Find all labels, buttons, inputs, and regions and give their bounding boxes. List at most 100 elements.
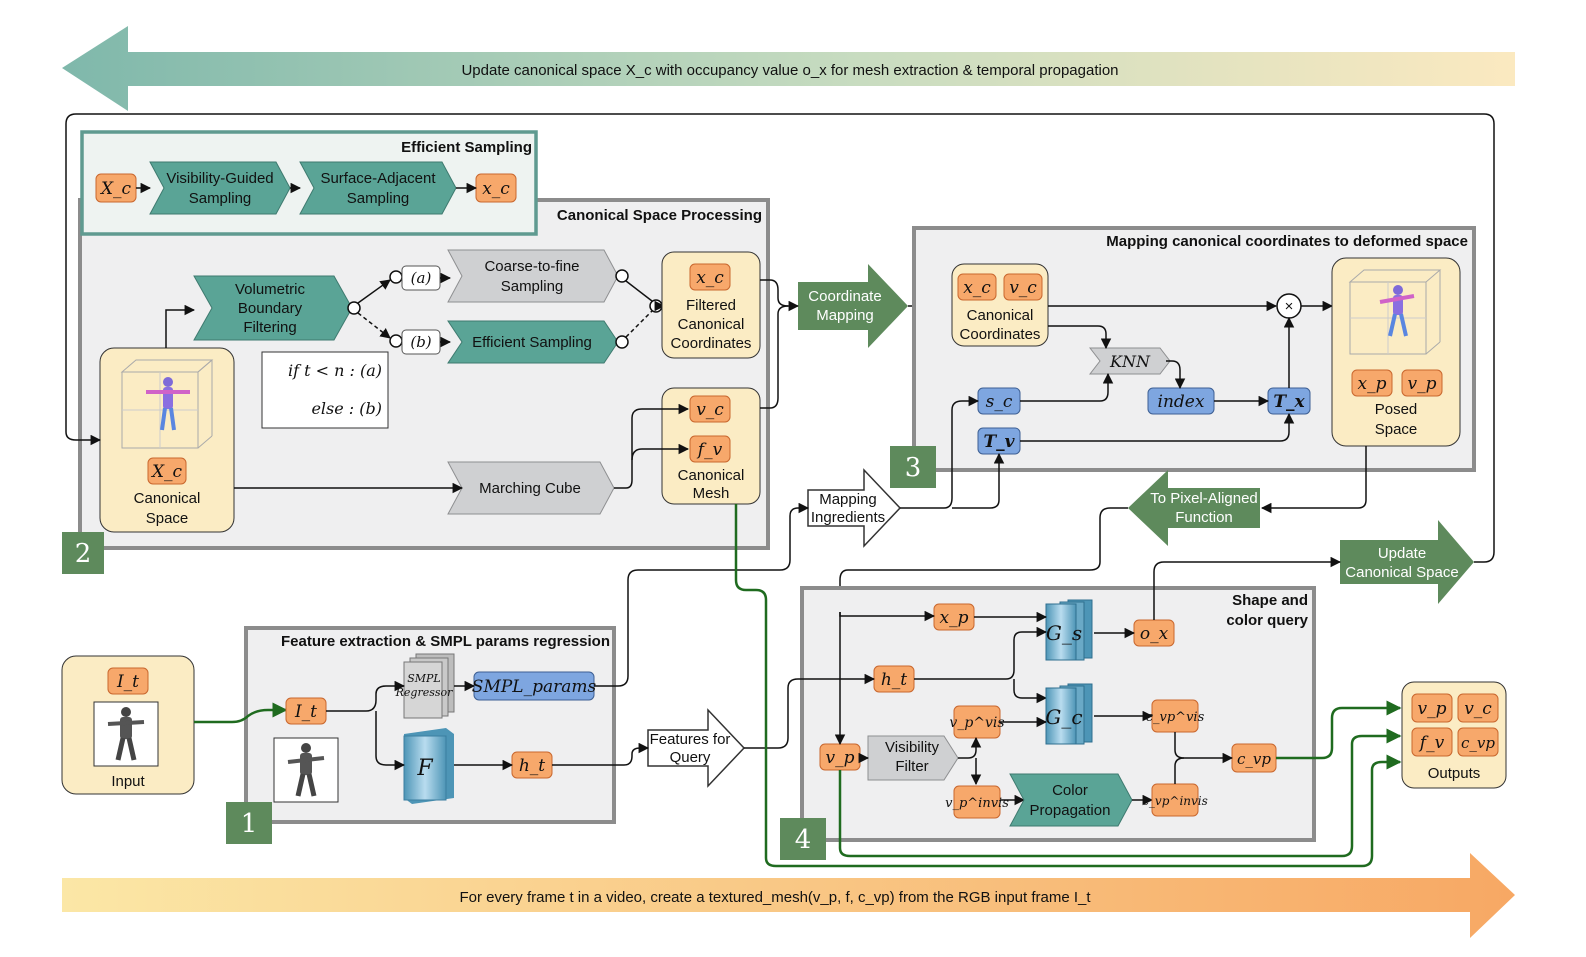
- panel-4-number-box: [780, 818, 826, 860]
- bottom-banner-text: For every frame t in a video, create a t…: [459, 889, 1091, 906]
- coordinate-mapping-label-1: Coordinate: [808, 288, 881, 305]
- tx-label: T_x: [1273, 392, 1305, 412]
- efficient-sampling-panel: [80, 130, 538, 236]
- panel-3-number-box: [890, 446, 936, 488]
- vbf-label-2: Boundary: [238, 300, 303, 317]
- canonical-processing-title: Canonical Space Processing: [557, 207, 762, 224]
- c-vp-var: c_vp: [1237, 750, 1271, 768]
- es-input-var: X_c: [99, 179, 132, 199]
- efficient-sampling-title: Efficient Sampling: [401, 139, 532, 156]
- coarse-to-fine-sampling: [447, 249, 619, 303]
- c-vis-var: c_vp^vis: [1146, 710, 1205, 725]
- output-item-4: c_vp: [1461, 734, 1495, 752]
- panel-2-number: 2: [75, 539, 92, 569]
- gc-network: G_c: [1045, 683, 1093, 745]
- eff-label: Efficient Sampling: [472, 334, 592, 351]
- posed-label-1: Posed: [1375, 401, 1418, 418]
- es-output-var: x_c: [482, 179, 510, 199]
- color-prop-label-1: Color: [1052, 782, 1088, 799]
- feature-person-icon: [287, 743, 325, 797]
- knn-node: [1088, 347, 1171, 375]
- vis-filter-label-1: Visibility: [885, 739, 939, 756]
- top-banner-text: Update canonical space X_c with occupanc…: [461, 62, 1118, 79]
- volumetric-boundary-filtering: [193, 275, 353, 341]
- tv-label: T_v: [983, 432, 1015, 452]
- feature-encoder: F: [403, 728, 454, 804]
- query-vp-var: v_p: [826, 748, 855, 768]
- pixel-aligned-label-1: To Pixel-Aligned: [1150, 490, 1258, 507]
- ox-var: o_x: [1140, 624, 1169, 644]
- canonical-space-label-2: Space: [146, 510, 189, 527]
- encoder-label: F: [416, 756, 433, 781]
- outputs-label: Outputs: [1428, 765, 1481, 782]
- multiply-symbol: ×: [1285, 298, 1294, 315]
- mesh-label-1: Canonical: [678, 467, 745, 484]
- mapping-vc-var: v_c: [1009, 278, 1037, 298]
- vp-invis-var: v_p^invis: [945, 796, 1009, 811]
- mapping-ingredients-label-1: Mapping: [819, 491, 877, 508]
- visibility-guided-sampling: [149, 161, 291, 215]
- feature-it-var: I_t: [294, 702, 317, 722]
- output-item-3: f_v: [1418, 733, 1445, 753]
- coarse-label-2: Sampling: [501, 278, 564, 295]
- condition-line-2: else : (b): [311, 399, 382, 418]
- output-item-1: v_p: [1418, 699, 1447, 719]
- coords-label-2: Coordinates: [960, 326, 1041, 343]
- branch-b-label: (b): [410, 333, 431, 351]
- canonical-space-var: X_c: [150, 462, 183, 482]
- index-label: index: [1158, 392, 1205, 412]
- posed-vp-var: v_p: [1408, 374, 1437, 394]
- posed-body-icon: [1348, 269, 1442, 355]
- panel-4-number: 4: [795, 825, 812, 855]
- panel-1-number: 1: [241, 809, 258, 839]
- regressor-label-2: Regressor: [395, 686, 454, 699]
- bottom-banner: For every frame t in a video, create a t…: [62, 853, 1515, 938]
- condition-line-1: if t < n : (a): [288, 361, 382, 380]
- top-banner: Update canonical space X_c with occupanc…: [62, 26, 1515, 111]
- panel-3-number: 3: [905, 453, 922, 483]
- color-propagation: [1009, 773, 1133, 827]
- feature-ht-var: h_t: [519, 756, 545, 776]
- input-label: Input: [111, 773, 145, 790]
- canonical-body-icon: [120, 359, 214, 449]
- query-ht-var: h_t: [881, 670, 907, 690]
- posed-xp-var: x_p: [1358, 374, 1387, 394]
- mesh-v-var: v_c: [696, 400, 724, 420]
- efficient-sampling-step: [447, 320, 619, 364]
- vbf-junction: [347, 301, 361, 315]
- input-person-icon: [107, 707, 145, 761]
- visibility-filter: [867, 735, 959, 781]
- shape-color-title-2: color query: [1226, 612, 1308, 629]
- query-xp-var: x_p: [940, 608, 969, 628]
- posed-space-node: [1331, 257, 1461, 447]
- smpl-params-label: SMPL_params: [472, 677, 597, 697]
- features-for-query-arrow: [647, 708, 746, 788]
- sas-label-2: Sampling: [347, 190, 410, 207]
- coordinate-mapping-arrow: [798, 264, 908, 348]
- mesh-f-var: f_v: [696, 440, 723, 460]
- filtered-label-3: Coordinates: [671, 335, 752, 352]
- feature-title: Feature extraction & SMPL params regress…: [281, 633, 610, 650]
- regressor-label-1: SMPL: [407, 672, 441, 685]
- vgs-label-1: Visibility-Guided: [166, 170, 273, 187]
- marching-label: Marching Cube: [479, 480, 581, 497]
- gc-label: G_c: [1045, 705, 1082, 729]
- pixel-aligned-arrow: [1128, 470, 1260, 546]
- branch-a-label: (a): [411, 269, 432, 287]
- vp-vis-var: v_p^vis: [949, 715, 1004, 731]
- gs-label: G_s: [1046, 621, 1082, 645]
- sas-label-1: Surface-Adjacent: [320, 170, 436, 187]
- mapping-title: Mapping canonical coordinates to deforme…: [1106, 233, 1468, 250]
- vbf-label-1: Volumetric: [235, 281, 306, 298]
- canonical-space-label-1: Canonical: [134, 490, 201, 507]
- mapping-xc-var: x_c: [963, 278, 991, 298]
- panel-2-number-box: [62, 532, 104, 574]
- c-invis-var: c_vp^invis: [1142, 794, 1208, 808]
- gs-network: G_s: [1045, 599, 1093, 661]
- update-canonical-label-1: Update: [1378, 545, 1426, 562]
- surface-adjacent-sampling: [299, 161, 457, 215]
- filtered-var: x_c: [696, 268, 724, 288]
- output-item-2: v_c: [1464, 699, 1492, 719]
- filtered-canonical-coordinates: [661, 251, 761, 359]
- coordinate-mapping-label-2: Mapping: [816, 307, 874, 324]
